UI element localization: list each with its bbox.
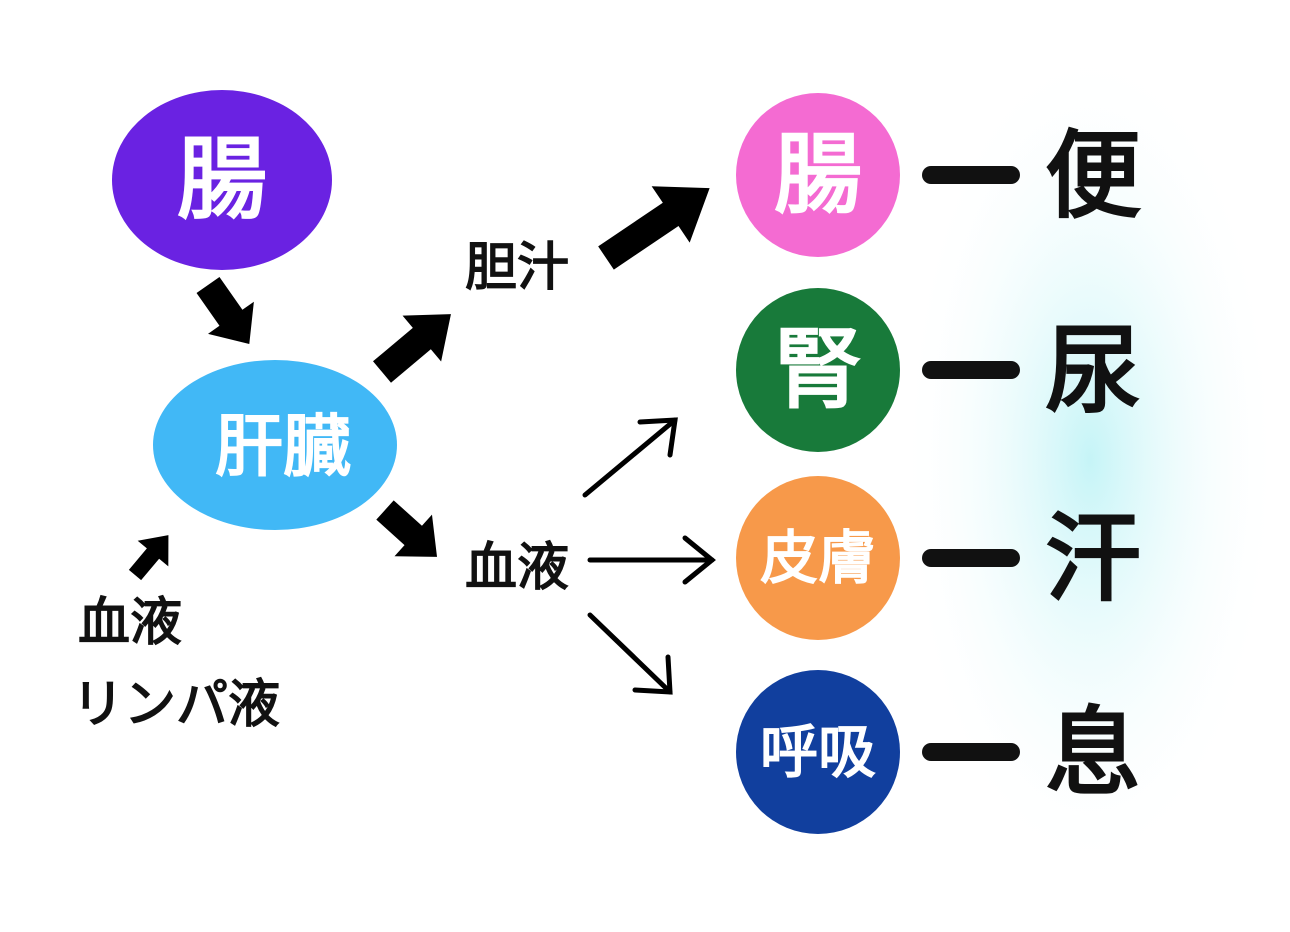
dash-connector xyxy=(922,549,1020,567)
excretion-output-label: 汗 xyxy=(1045,503,1141,615)
bile-label: 胆汁 xyxy=(465,238,569,298)
organ-circle xyxy=(736,670,900,834)
organ-label: 呼吸 xyxy=(760,718,876,786)
arrow-liver-to-bile xyxy=(373,314,451,383)
arrow-liver-to-blood xyxy=(376,500,438,557)
arrow-input-to-liver xyxy=(128,535,169,581)
intestine-source-label: 腸 xyxy=(177,127,267,232)
organ-item: 呼吸 息 xyxy=(736,670,1141,834)
organ-item: 皮膚 汗 xyxy=(736,476,1141,640)
organ-label: 腸 xyxy=(774,123,862,226)
intestine-source-node: 腸 xyxy=(112,90,332,270)
liver-node: 肝臓 xyxy=(153,360,397,530)
blood-label: 血液 xyxy=(465,538,569,598)
background-glow xyxy=(900,40,1280,880)
organ-circle xyxy=(736,476,900,640)
excretion-output-label: 息 xyxy=(1045,697,1141,809)
arrowhead xyxy=(637,417,678,458)
dash-connector xyxy=(922,166,1020,184)
excretion-output-label: 尿 xyxy=(1045,315,1141,427)
liver-label: 肝臓 xyxy=(215,408,351,487)
thin-arrows xyxy=(582,417,716,695)
thick-arrows xyxy=(128,186,710,581)
organ-label: 皮膚 xyxy=(760,524,876,592)
arrowhead xyxy=(682,535,716,585)
dash-connector xyxy=(922,361,1020,379)
organ-circle xyxy=(736,93,900,257)
organ-item: 腸便 xyxy=(736,93,1142,257)
arrow-bile-to-intestine xyxy=(598,186,710,270)
organ-circle xyxy=(736,288,900,452)
organ-list: 腸便腎尿皮膚汗呼吸息 xyxy=(736,93,1142,834)
input-lymph-label: リンパ液 xyxy=(72,675,280,735)
dash-connector xyxy=(922,743,1020,761)
organ-item: 腎尿 xyxy=(736,288,1141,452)
input-blood-label: 血液 xyxy=(78,593,182,653)
arrowhead xyxy=(632,654,673,695)
arrow-intestine-to-liver xyxy=(196,276,254,344)
excretion-output-label: 便 xyxy=(1045,120,1142,232)
arrow-blood-to-respiration xyxy=(587,612,673,695)
organ-label: 腎 xyxy=(774,318,862,421)
arrow-blood-to-kidney xyxy=(582,417,678,498)
